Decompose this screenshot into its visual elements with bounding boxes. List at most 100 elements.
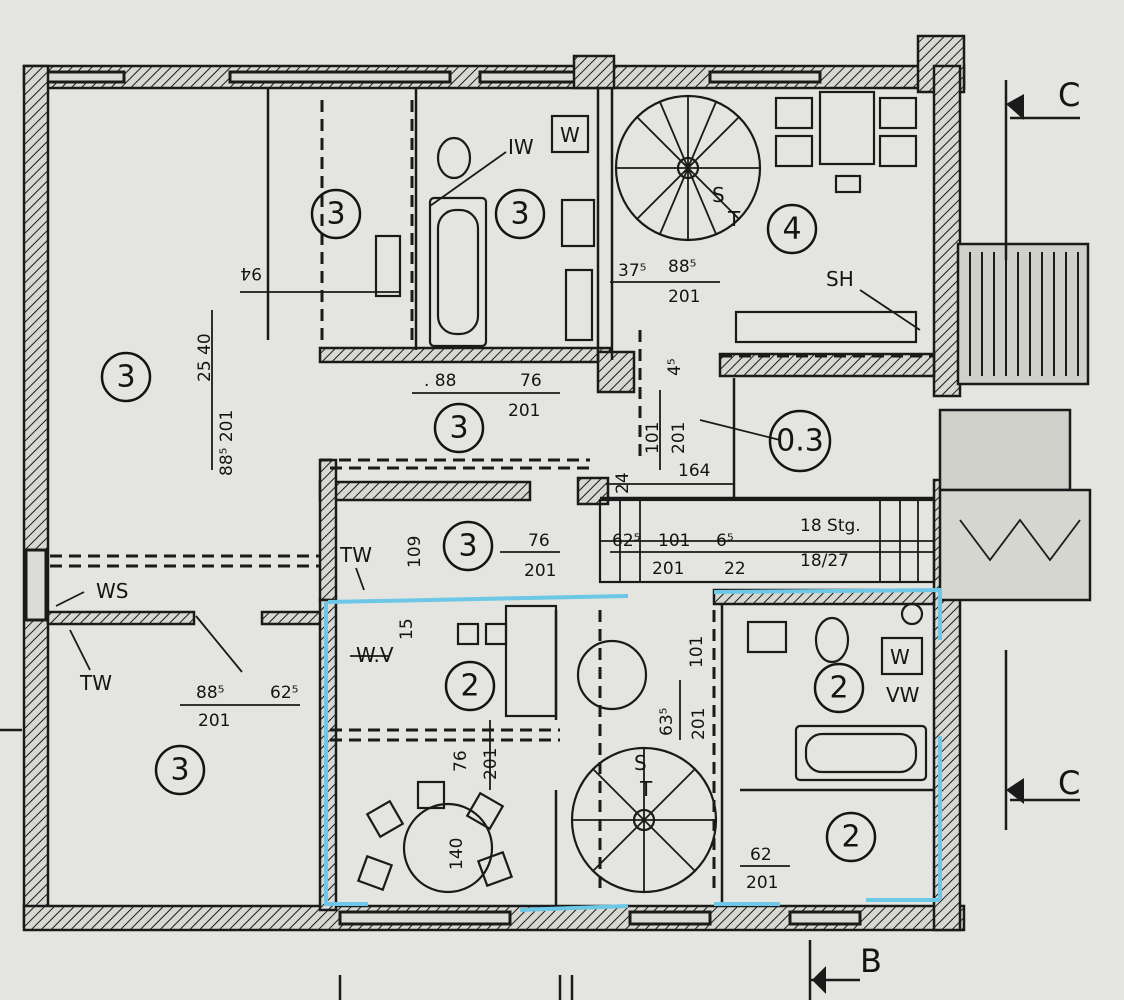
dim-22: 22 (724, 559, 746, 579)
dim-15: 15 (397, 618, 417, 640)
section-c-top: C (1058, 76, 1080, 114)
toilet-upper-icon (436, 136, 472, 180)
toilet-wc-icon (814, 616, 850, 664)
room-circle-room-03 (768, 409, 832, 473)
dim-62-left: 62⁵ (270, 683, 298, 703)
dim-164: 164 (678, 461, 710, 481)
room-circle-bath-left (310, 188, 362, 240)
dim-6: 6⁵ (716, 531, 734, 551)
bathtub-lower-icon (794, 724, 928, 782)
bottom-window-2 (628, 910, 712, 926)
label-wv: W.V (356, 643, 394, 667)
room-marker-corridor: 3 (442, 520, 494, 572)
room-marker-bath-left: 3 (310, 188, 362, 240)
label-s-top: S (712, 183, 725, 207)
left-wall (22, 64, 50, 928)
top-pier (572, 54, 616, 90)
dim-76-v: 76 (451, 750, 471, 772)
dimension-text: 94 25 40 88⁵ 201 . 88 76 201 37⁵ 88⁵ 201… (195, 257, 778, 893)
highlight-outline (324, 587, 942, 912)
label-w-upper: W (560, 123, 580, 147)
dim-201-mid2: 201 (652, 559, 684, 579)
dim-201-left: 201 (198, 711, 230, 731)
sink-wc-icon (746, 620, 788, 654)
dimension-lines (55, 151, 934, 867)
label-s-lower: S (634, 751, 647, 775)
room-circle-wc (813, 662, 865, 714)
room-number-room-03: 0.3 (776, 424, 824, 459)
dim-4-5: 4⁵ (665, 358, 685, 376)
washer-upper-icon (550, 114, 590, 154)
room-marker-bath-right: 3 (494, 188, 546, 240)
room-marker-hall: 3 (433, 402, 485, 454)
dim-201-bottom: 201 (746, 873, 778, 893)
top-window-2 (228, 70, 452, 84)
room-number-left-upper: 3 (116, 360, 135, 395)
dim-201-top: 201 (508, 401, 540, 421)
room-number-bath-lower: 2 (841, 820, 860, 855)
room-number-hall: 3 (449, 411, 468, 446)
dim-88-top: . 88 (424, 371, 456, 391)
room-marker-dining: 2 (444, 660, 496, 712)
dim-62: 62⁵ (612, 531, 640, 551)
dim-201-v2: 201 (481, 748, 501, 780)
label-ws: WS (96, 579, 128, 603)
washer-wc-icon (880, 636, 924, 676)
left-window (24, 548, 48, 622)
dim-25-40: 25 40 (195, 333, 215, 382)
outer-walls (22, 34, 966, 932)
room-marker-left-upper: 3 (100, 351, 152, 403)
room-number-corridor: 3 (458, 529, 477, 564)
label-t-lower: T (639, 777, 653, 801)
label-sh: SH (826, 267, 854, 291)
dim-62-bottom: 62 (750, 845, 772, 865)
room-circle-room-4 (766, 203, 818, 255)
dining-table-icon (356, 780, 514, 894)
table-icon (818, 90, 876, 166)
dim-37: 37⁵ (618, 261, 646, 281)
label-t-top: T (727, 207, 741, 231)
room-circle-corridor (442, 520, 494, 572)
room-marker-wc: 2 (813, 662, 865, 714)
dim-88-left: 88⁵ (196, 683, 224, 703)
top-window-4 (708, 70, 822, 84)
right-wall-upper (932, 64, 962, 398)
dashed-lines (50, 100, 934, 890)
room-marker-left-lower: 3 (154, 744, 206, 796)
dim-101-mid: 101 (658, 531, 690, 551)
section-c-bottom: C (1058, 764, 1080, 802)
room-circle-dining (444, 660, 496, 712)
section-markers (0, 80, 1080, 1000)
room-number-room-4: 4 (782, 212, 801, 247)
dim-63-v: 63⁵ (657, 708, 677, 736)
label-tw-mid: TW (339, 543, 372, 567)
dim-201-v3: 201 (689, 708, 709, 740)
dim-140: 140 (447, 838, 467, 870)
label-stairs-count: 18 Stg. (800, 516, 861, 536)
room-number-bath-left: 3 (326, 197, 345, 232)
room-marker-bath-lower: 2 (825, 811, 877, 863)
round-table-icon (576, 639, 648, 711)
room-number-dining: 2 (460, 669, 479, 704)
label-stairs-ratio: 18/27 (800, 551, 849, 571)
room-number-wc: 2 (829, 671, 848, 706)
dim-101: 101 (643, 422, 663, 454)
room-marker-room-03: 0.3 (768, 409, 832, 473)
dim-76-top: 76 (520, 371, 542, 391)
room-circle-left-lower (154, 744, 206, 796)
dim-201-mid: 201 (524, 561, 556, 581)
dim-101-v: 101 (687, 636, 707, 668)
spiral-stair-upper-icon (614, 94, 762, 242)
room-circle-hall (433, 402, 485, 454)
dim-109: 109 (405, 536, 425, 568)
label-w-wc: W (890, 645, 910, 669)
bathtub-upper-icon (428, 196, 488, 348)
fixtures (356, 90, 936, 894)
label-iw: IW (508, 135, 534, 159)
room-number-bath-right: 3 (510, 197, 529, 232)
dim-94: 94 (240, 263, 262, 283)
text-labels: IW W S T SH WS TW TW W.V W VW S T 18 Stg… (79, 76, 1080, 980)
room-circle-bath-lower (825, 811, 877, 863)
